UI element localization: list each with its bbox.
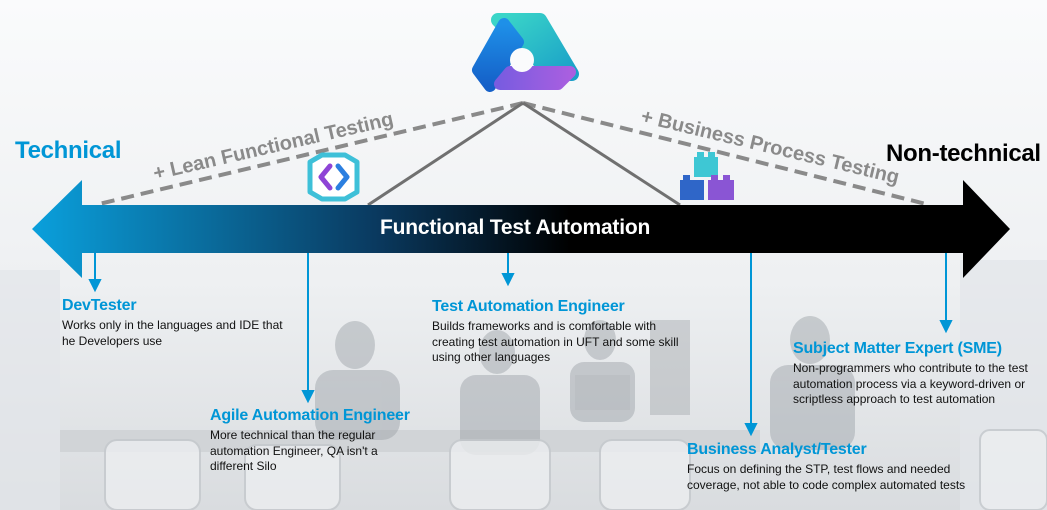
role-description: Non-programmers who contribute to the te…: [793, 361, 1028, 406]
role-test-automation-engineer: Test Automation Engineer Builds framewor…: [432, 298, 697, 366]
role-description: Focus on defining the STP, test flows an…: [687, 462, 966, 492]
role-devtester: DevTester Works only in the languages an…: [62, 297, 292, 349]
role-description: More technical than the regular automati…: [210, 428, 378, 473]
building-blocks-icon: [680, 152, 734, 200]
technical-label: Technical: [15, 137, 122, 164]
branch-right-dashed-line: [522, 101, 931, 207]
role-title: Business Analyst/Tester: [687, 441, 867, 458]
role-description: Builds frameworks and is comfortable wit…: [432, 319, 679, 364]
role-description: Works only in the languages and IDE that…: [62, 318, 283, 348]
axis-title: Functional Test Automation: [380, 216, 651, 239]
functional-test-automation-arrow: [32, 180, 1010, 278]
role-agile-automation-engineer: Agile Automation Engineer More technical…: [210, 407, 410, 475]
non-technical-label: Non-technical: [886, 140, 1041, 167]
branch-right-solid-line: [522, 101, 681, 207]
role-title: Test Automation Engineer: [432, 298, 625, 315]
role-title: Agile Automation Engineer: [210, 407, 410, 424]
branch-left-dashed-line: [94, 101, 524, 207]
role-title: Subject Matter Expert (SME): [793, 340, 1002, 357]
role-business-analyst-tester: Business Analyst/Tester Focus on definin…: [687, 441, 972, 493]
triangle-logo-icon: [472, 13, 579, 92]
role-subject-matter-expert: Subject Matter Expert (SME) Non-programm…: [793, 340, 1043, 408]
role-title: DevTester: [62, 297, 137, 314]
branch-right-label: + Business Process Testing: [639, 105, 902, 188]
code-brackets-hexagon-icon: [307, 152, 360, 202]
branch-left-solid-line: [367, 101, 524, 207]
